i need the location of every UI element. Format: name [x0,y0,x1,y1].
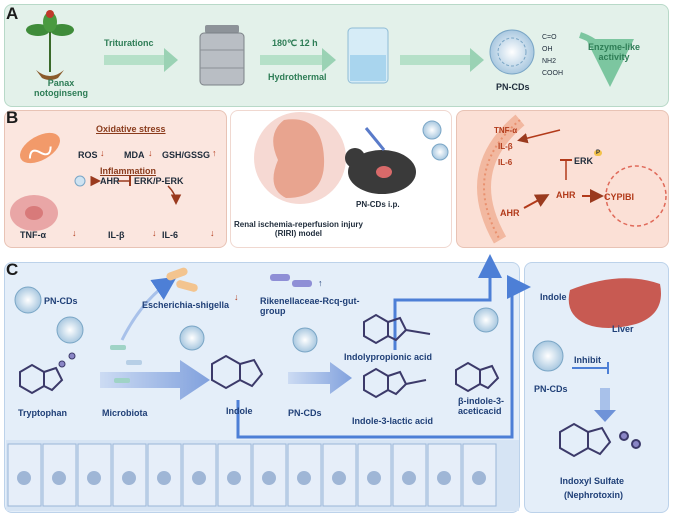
intestinal-epithelium [6,440,519,511]
step-temperature: 180℃ 12 h [272,38,318,48]
rikenellaceae-up-icon: ↑ [318,278,323,288]
indole-label: Indole [226,406,253,416]
ila-molecule-icon [363,367,427,399]
microbiota-label: Microbiota [102,408,148,418]
erk-label: ERK/P-ERK [134,176,184,186]
rikenellaceae-label: Rikenellaceae-Rcq-gut- group [260,296,360,316]
riri-model-label: Renal ischemia-reperfusion injury (RIRI)… [234,220,363,238]
panel-label-b: B [6,108,19,127]
cyp-label: CYPIBI [604,192,635,202]
oxidative-stress-title: Oxidative stress [96,124,166,134]
activity-label: Enzyme-like activity [588,42,641,62]
step-trituration: Triturationc [104,38,154,48]
tryptophan-molecule-icon [19,352,76,395]
inhibit-label: Inhibit [574,355,601,365]
panel-label-c: C [6,260,19,279]
group-co: C=O [542,34,557,41]
il1b-label: IL-β [108,230,125,240]
mouse-icon [345,127,416,194]
ahr-label: AHR [100,176,120,186]
panax-plant-icon [26,10,74,80]
plant-label: Panax notoginseng [34,78,88,98]
group-cooh: COOH [542,70,563,77]
phospho-badge: P [594,150,603,156]
ros-label: ROS [78,150,98,160]
right-il1b-label: IL-β [498,142,513,151]
group-nh2: NH2 [542,58,557,65]
gsh-label: GSH/GSSG [162,150,211,160]
right-ahr-left-label: AHR [500,208,520,218]
iaa-molecule-icon [455,361,500,393]
group-oh: OH [542,46,553,53]
ip-label: PN-CDs i.p. [356,200,400,209]
liver-label: Liver [612,324,634,334]
product-label: PN-CDs [496,82,530,92]
right-ahr-mid-label: AHR [556,190,576,200]
escherichia-label: Escherichia-shigella [142,300,230,310]
kidney-icon [254,112,346,204]
ros-down-icon: ↓ [100,148,105,158]
indole-molecule-icon [211,354,264,390]
indoxyl-sulfate-label: Indoxyl Sulfate [560,476,625,486]
escherichia-down-icon: ↓ [234,292,239,302]
step-hydrothermal: Hydrothermal [268,72,327,82]
pncds-liver-label: PN-CDs [534,384,568,394]
mitochondria-icon [20,132,60,164]
carbon-dot-icon [489,29,535,75]
il6-label: IL-6 [162,230,179,240]
inflammation-title: Inflammation [100,166,157,176]
nucleus-icon [605,165,667,227]
right-il6-label: IL-6 [498,158,513,167]
liver-icon [568,278,661,328]
iaa-label: β-indole-3- aceticacid [458,396,504,416]
liver-indole-label: Indole [540,292,567,302]
mda-label: MDA [124,150,145,160]
il1b-down-icon: ↓ [152,228,157,238]
kidney-cell-icon [10,195,58,231]
panel-label-a: A [6,4,19,23]
pncds-top-label: PN-CDs [44,296,78,306]
beaker-icon [347,27,389,84]
nephrotoxin-label: (Nephrotoxin) [564,490,623,500]
ipa-molecule-icon [363,313,431,345]
tnf-down-icon: ↓ [72,228,77,238]
tryptophan-label: Tryptophan [18,408,67,418]
tnf-label: TNF-α [20,230,47,240]
mda-down-icon: ↓ [148,148,153,158]
autoclave-icon [199,25,245,86]
ipa-label: Indolypropionic acid [344,352,433,362]
pncds-mid-label: PN-CDs [288,408,322,418]
bacteria-icon [110,267,312,383]
indoxyl-sulfate-molecule-icon [559,422,641,458]
il6-down-icon: ↓ [210,228,215,238]
gsh-up-icon: ↑ [212,148,217,158]
ila-label: Indole-3-lactic acid [352,416,434,426]
right-tnf-label: TNF-α [494,126,518,135]
right-erk-label: ERK [574,156,594,166]
